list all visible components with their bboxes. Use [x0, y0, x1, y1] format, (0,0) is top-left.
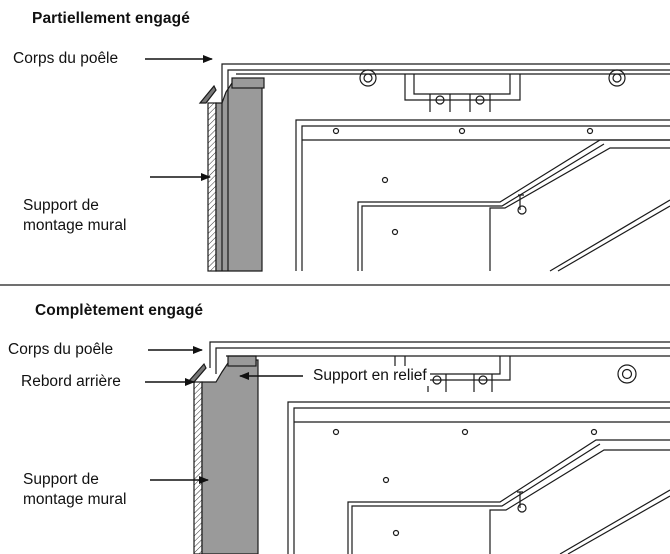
stove-body-bottom: [209, 341, 670, 368]
wall-bracket-bottom: [186, 355, 259, 554]
bottom-panel-title: Complètement engagé: [35, 302, 204, 319]
top-stove-body-label: Corps du poêle: [13, 50, 119, 67]
top-panel-title: Partiellement engagé: [32, 10, 190, 27]
top-panel: [198, 63, 670, 272]
top-wall-bracket-label: Support de montage mural: [23, 197, 127, 234]
wall-bracket-top: [198, 77, 265, 272]
raised-support-label: Support en relief: [310, 366, 430, 386]
rear-lip-label: Rebord arrière: [21, 373, 121, 390]
bottom-panel: [186, 341, 670, 554]
bottom-stove-body-label: Corps du poêle: [8, 341, 114, 358]
stove-body-top: [221, 63, 670, 271]
bottom-wall-bracket-label: Support de montage mural: [23, 471, 127, 508]
